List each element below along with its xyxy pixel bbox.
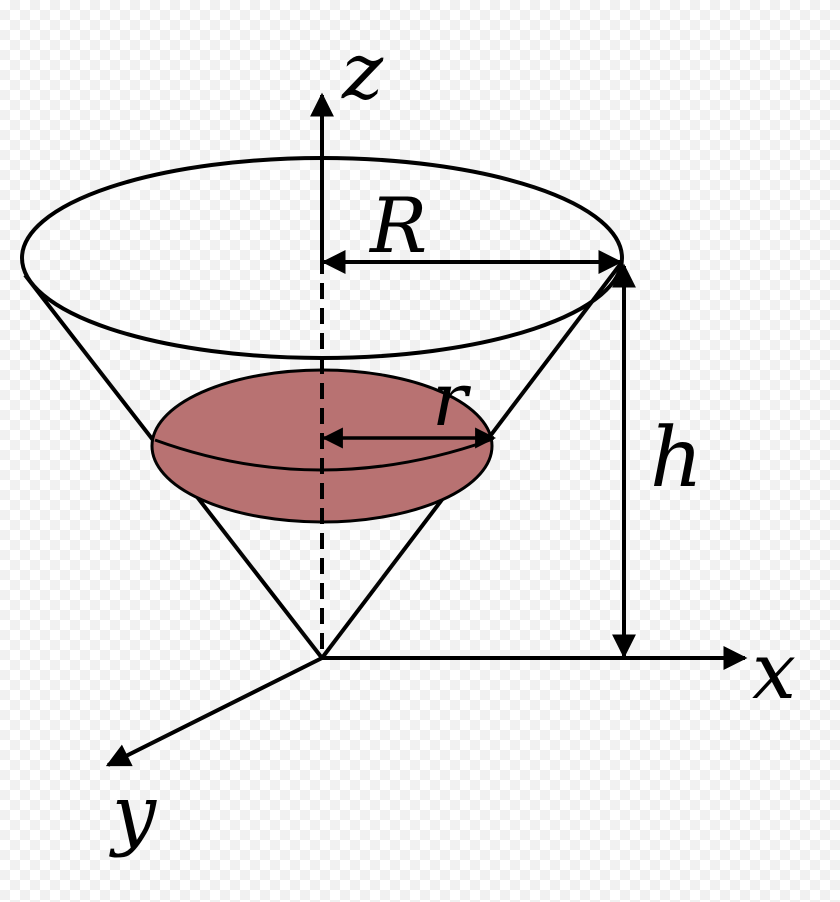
height-label: h (650, 411, 703, 506)
y-axis-label: y (109, 769, 157, 859)
y-axis-line (105, 656, 323, 767)
small-radius-label: r (432, 357, 472, 443)
z-axis-label: z (341, 27, 384, 117)
x-axis-label: x (752, 627, 796, 717)
big-radius-label: R (368, 181, 427, 270)
